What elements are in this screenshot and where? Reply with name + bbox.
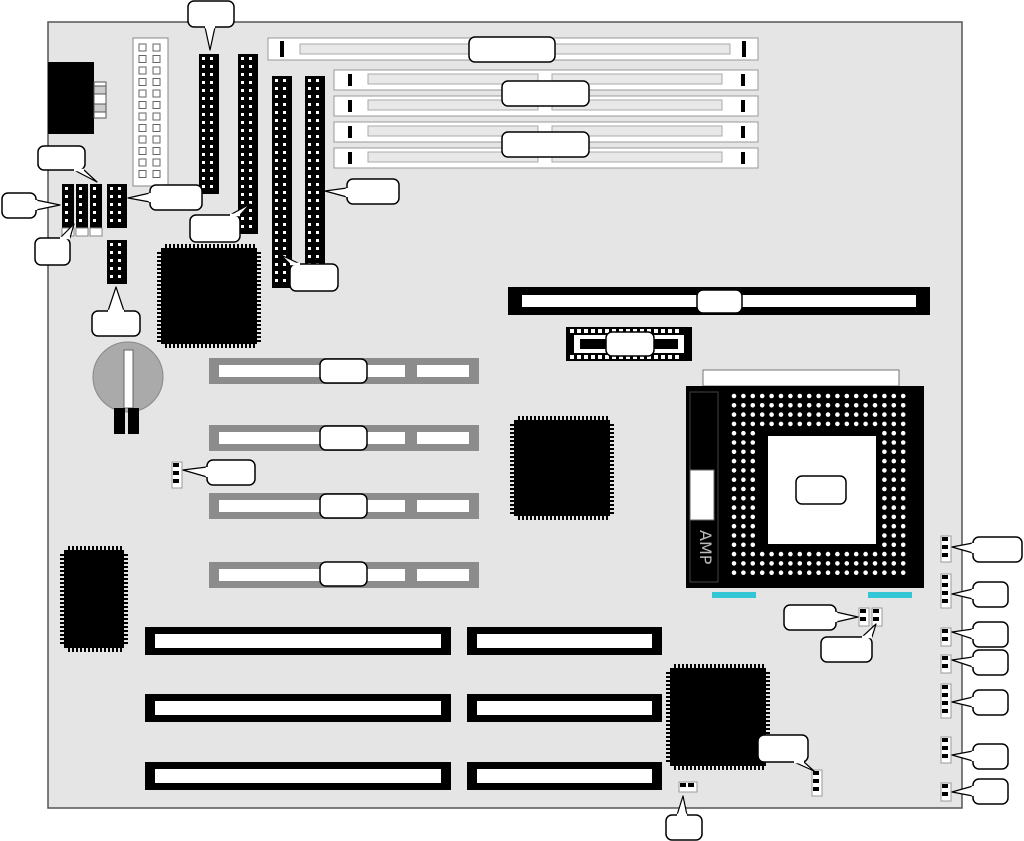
jumper xyxy=(871,607,883,627)
callout-dimm-a xyxy=(468,36,556,63)
jumper xyxy=(940,683,952,719)
jumper xyxy=(940,627,952,647)
power-connector xyxy=(132,37,169,187)
callout-ide-primary xyxy=(189,203,251,243)
jumper xyxy=(940,573,952,609)
callout-jp-r1 xyxy=(951,536,1023,563)
isa-slots xyxy=(145,627,662,790)
callout-jp-chipset xyxy=(757,734,815,772)
jumper xyxy=(811,769,823,797)
callout-jp-mid-a xyxy=(783,604,859,631)
callout-psu-connector xyxy=(37,145,98,183)
keyboard-controller xyxy=(60,546,128,652)
jumper xyxy=(678,781,698,793)
callout-jp-r2 xyxy=(951,581,1009,608)
battery xyxy=(92,341,164,434)
callout-agp-slot xyxy=(696,289,743,314)
callout-ide-secondary xyxy=(324,178,400,205)
jumper xyxy=(940,654,952,674)
callout-pci1 xyxy=(319,358,368,384)
usb-header-c xyxy=(89,184,103,237)
callout-jp-r4 xyxy=(951,649,1009,676)
callout-com2-header xyxy=(34,223,75,266)
jumper xyxy=(171,461,183,489)
callout-simm-bank-0 xyxy=(501,80,590,107)
callout-simm-bank-1 xyxy=(501,131,590,158)
callout-jp-bottom xyxy=(665,795,703,841)
serial-header-a xyxy=(107,184,127,228)
socket-brand-label: AMP xyxy=(696,530,715,565)
callout-pci3 xyxy=(319,493,368,519)
callout-ps2-header xyxy=(91,286,141,337)
ide-header-b xyxy=(272,76,292,288)
jumper xyxy=(940,535,952,563)
keyboard-connector xyxy=(48,62,107,134)
chipset-south xyxy=(510,416,614,520)
jumper xyxy=(940,736,952,764)
fdd-header xyxy=(199,54,219,194)
jumper xyxy=(858,607,870,627)
callout-jp-mid-b xyxy=(820,623,877,663)
jumper xyxy=(940,782,952,802)
callout-jp-r6 xyxy=(951,743,1009,770)
ide-header-a xyxy=(238,54,258,234)
callout-cpu xyxy=(795,475,847,505)
callout-jp-r3 xyxy=(951,621,1009,648)
callout-ide-tertiary xyxy=(280,254,339,292)
callout-pci2 xyxy=(319,425,368,451)
callout-pci4 xyxy=(319,561,368,587)
callout-battery-jumper xyxy=(182,459,256,486)
simm-slots xyxy=(333,69,759,169)
callout-fdd-connector xyxy=(127,184,203,211)
callout-com1-header xyxy=(1,192,61,219)
serial-header-b xyxy=(107,240,127,284)
callout-jp-r5 xyxy=(951,689,1009,716)
callout-jp-r7 xyxy=(951,778,1009,805)
usb-header-b xyxy=(75,184,89,237)
super-io-chip xyxy=(157,244,261,348)
ide-header-c xyxy=(305,76,325,288)
callout-top-connector xyxy=(187,0,235,51)
callout-bios-chip xyxy=(605,331,655,357)
chipset-north xyxy=(666,664,770,770)
